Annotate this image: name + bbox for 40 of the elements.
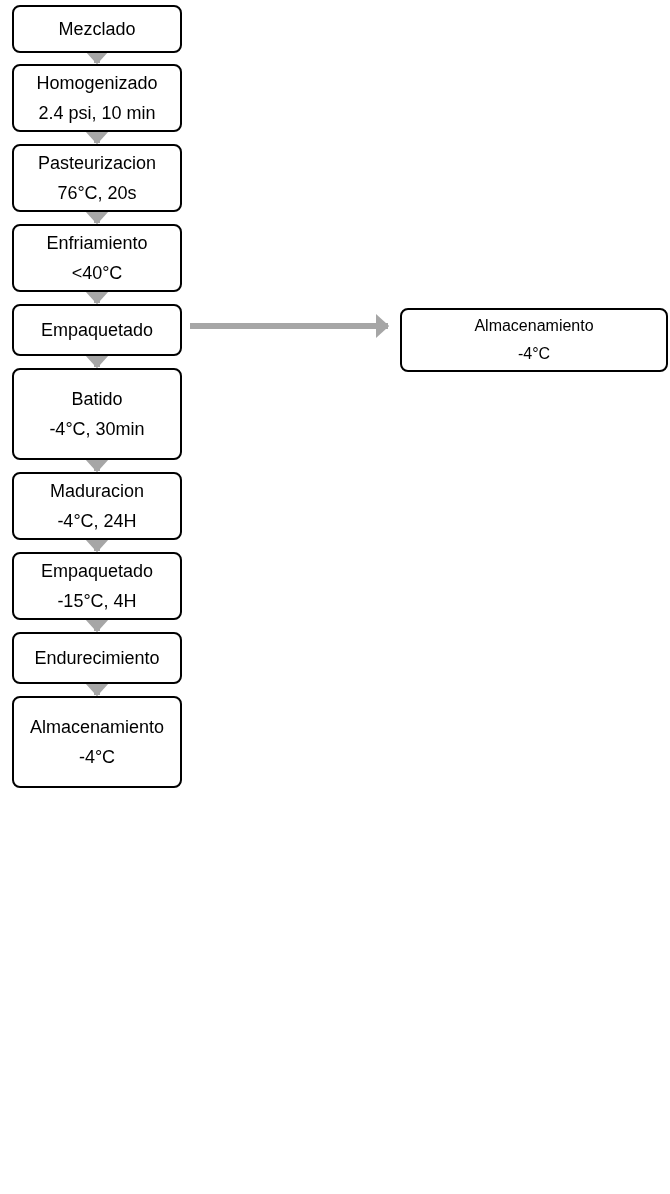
step-title: Pasteurizacion <box>37 151 157 174</box>
step-condition: <40°C <box>71 262 123 285</box>
process-box <box>12 552 182 620</box>
step-condition: -4°C <box>78 746 116 769</box>
step-title: Endurecimiento <box>34 646 160 670</box>
arrow <box>85 355 109 369</box>
arrow <box>190 314 390 338</box>
process-box <box>12 224 182 292</box>
arrow <box>85 539 109 553</box>
arrow <box>85 131 109 145</box>
step-title: Homogenizado <box>36 71 158 94</box>
process-box <box>12 5 182 53</box>
process-box <box>400 308 668 372</box>
step-title: Empaquetado <box>40 318 154 342</box>
process-box <box>12 472 182 540</box>
step-condition: -4°C, 24H <box>57 510 137 533</box>
arrow <box>85 459 109 473</box>
process-box <box>12 304 182 356</box>
process-box <box>12 144 182 212</box>
step-condition: 2.4 psi, 10 min <box>38 102 156 125</box>
step-title: Maduracion <box>49 479 145 502</box>
step-condition: -4°C, 30min <box>49 418 145 441</box>
step-title: Batido <box>71 387 123 410</box>
step-condition: 76°C, 20s <box>57 182 137 205</box>
step-title: Almacenamiento <box>29 715 165 738</box>
step-condition: -15°C, 4H <box>57 590 137 613</box>
step-condition: -4°C <box>517 344 551 364</box>
arrow <box>85 619 109 633</box>
process-box <box>12 64 182 132</box>
step-title: Mezclado <box>58 17 136 41</box>
process-box <box>12 632 182 684</box>
step-title: Empaquetado <box>40 559 154 582</box>
arrow <box>85 51 109 65</box>
arrow <box>85 683 109 697</box>
process-box <box>12 368 182 460</box>
arrow <box>85 211 109 225</box>
step-title: Enfriamiento <box>46 231 148 254</box>
arrow <box>85 291 109 305</box>
process-box <box>12 696 182 788</box>
step-title: Almacenamiento <box>474 316 594 336</box>
